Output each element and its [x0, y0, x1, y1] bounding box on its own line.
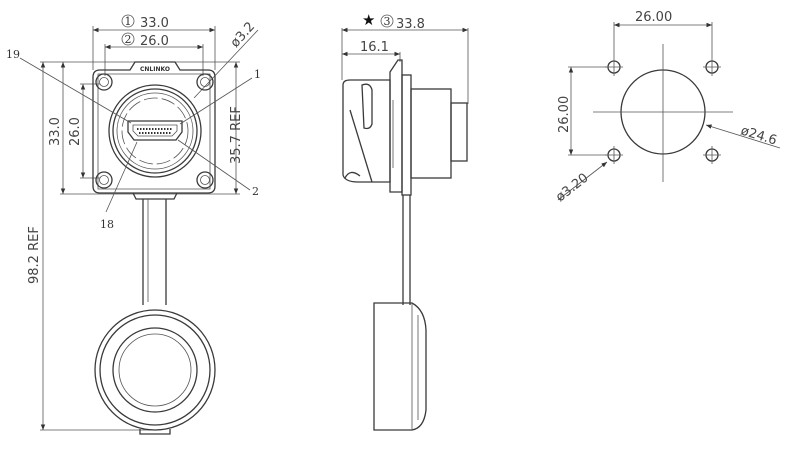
marker-circle-3 — [380, 14, 394, 28]
critical-star: ★ — [362, 11, 375, 29]
rear-body — [410, 88, 452, 179]
brand-logo: CNLINKO — [140, 66, 170, 73]
flange-body — [92, 61, 216, 194]
hdmi-port — [127, 120, 183, 141]
callout-1: 1 — [254, 68, 261, 81]
callout-18: 18 — [100, 218, 114, 231]
marker-3: 3 — [384, 15, 391, 28]
panel-cutout-view: 26.00 26.00 ø24.6 ø3.20 — [553, 10, 781, 206]
panel-plate — [401, 74, 412, 196]
marker-2: 2 — [125, 33, 132, 46]
side-view: ★ 3 33.8 16.1 — [341, 11, 469, 431]
overall-length: 98.2 REF — [27, 226, 42, 284]
mounting-holes — [95, 73, 214, 189]
dim-height-outer: 33.0 — [48, 117, 63, 146]
callout-2: 2 — [252, 185, 259, 198]
rear-tail — [450, 102, 468, 162]
marker-1: 1 — [125, 15, 132, 28]
marker-circle-1 — [121, 14, 135, 28]
callout-19: 19 — [6, 48, 20, 61]
leader-cutout-dia — [705, 124, 781, 149]
dim-depth: 33.8 — [396, 17, 425, 32]
dim-width-outer: 33.0 — [140, 16, 169, 31]
dim-cutout-horizontal: 26.00 — [635, 10, 672, 25]
dim-width-holes: 26.0 — [140, 34, 169, 49]
dust-cap — [94, 309, 216, 435]
cutout-diameter: ø24.6 — [739, 123, 779, 148]
dim-cutout-vertical: 26.00 — [557, 96, 572, 133]
side-dust-cap — [373, 302, 427, 431]
dim-height-ref: 35.7 REF — [229, 106, 244, 164]
marker-circle-2 — [121, 32, 135, 46]
side-flange — [389, 59, 403, 193]
dim-height-holes: 26.0 — [68, 117, 83, 146]
plug-nose — [342, 79, 391, 183]
cutout-holes — [605, 58, 721, 164]
lanyard-strap — [142, 199, 167, 305]
dim-front-depth: 16.1 — [360, 40, 389, 55]
cutout-hole-diameter: ø3.20 — [553, 171, 591, 206]
leader-hole-dia-cutout — [557, 161, 608, 201]
front-view: 1 33.0 2 26.0 ø3.2 98.2 REF 33.0 26.0 35… — [6, 14, 261, 435]
receptacle-face — [108, 84, 202, 178]
